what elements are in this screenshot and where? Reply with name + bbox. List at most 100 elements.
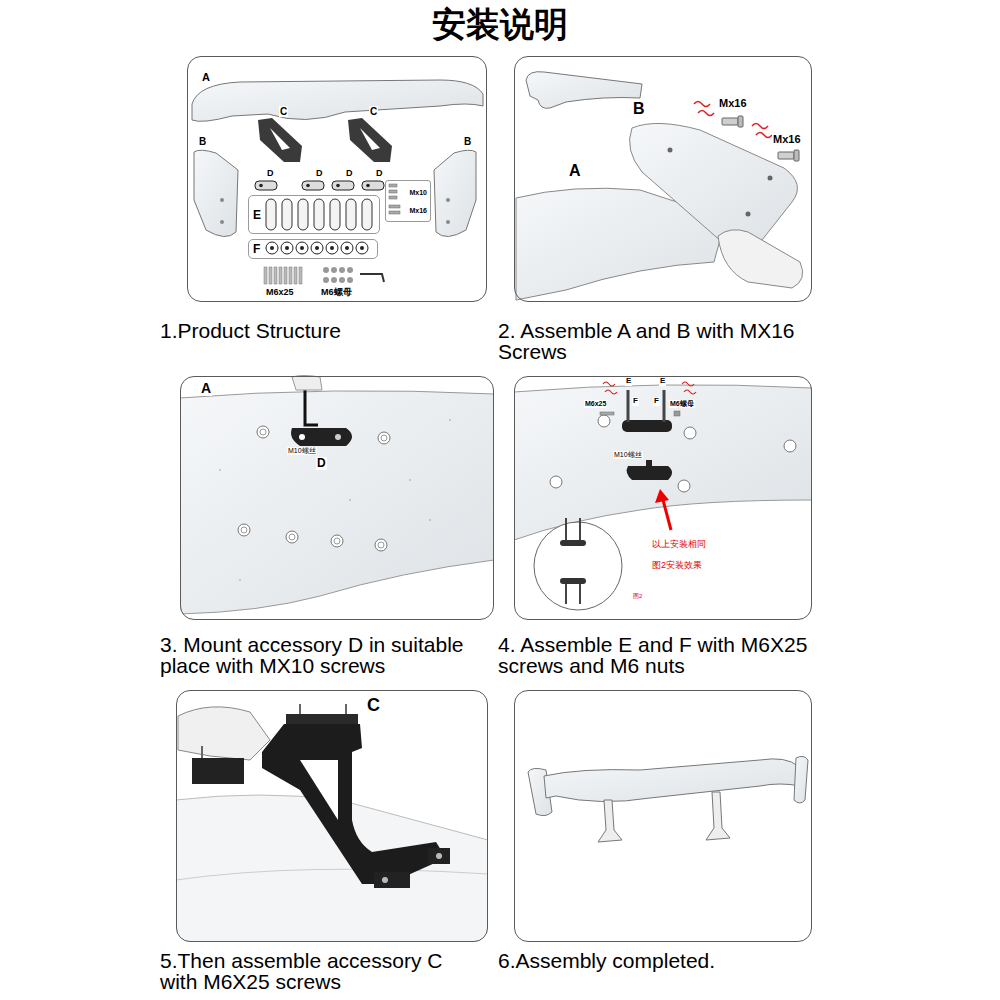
m6-nuts	[347, 277, 353, 283]
washer-f	[270, 246, 274, 250]
spoiler-wing	[526, 72, 642, 109]
gloved-hand	[178, 707, 270, 760]
red-arrow	[655, 489, 669, 503]
stand	[598, 792, 730, 842]
bracket-c	[345, 704, 347, 714]
part-letter: F	[253, 243, 260, 255]
hardware-label: M10螺丝	[287, 447, 317, 455]
part-letter: A	[200, 381, 212, 396]
mount-plate-d	[306, 184, 310, 188]
m6-screws	[274, 267, 277, 284]
bolt-head	[331, 535, 343, 547]
mount-plate-d	[362, 181, 384, 190]
washer-f	[300, 246, 304, 250]
wing-surface	[180, 391, 494, 614]
bracket-c	[270, 128, 290, 150]
mount-plate-d	[335, 434, 341, 440]
part-letter: D	[316, 457, 327, 470]
washer-f	[360, 246, 364, 250]
m6-nuts	[339, 277, 345, 283]
part-letter: E	[659, 377, 666, 386]
wing-surface	[176, 869, 488, 880]
detail-inset	[579, 584, 581, 604]
part-letter: D	[266, 169, 275, 179]
end-plate	[220, 220, 224, 224]
part-letter: F	[632, 397, 639, 406]
hardware-label: M6x25	[584, 400, 607, 408]
bracket-c	[382, 877, 388, 883]
screw	[722, 118, 738, 125]
end-plate	[746, 212, 751, 217]
mount-plate-d	[291, 428, 352, 446]
slot-plate-e	[330, 199, 340, 230]
part-letter: Mx10	[409, 189, 427, 196]
bracket-c	[262, 724, 446, 884]
bolt-head	[257, 426, 269, 438]
part-letter: D	[375, 169, 384, 179]
gloved-hand	[718, 230, 803, 288]
wing-surface	[429, 519, 431, 521]
bracket-c	[360, 128, 380, 150]
m6-screws	[294, 267, 297, 284]
small-screws	[389, 190, 397, 193]
step-panel: 1.Product StructureEFMx10Mx16	[160, 56, 487, 341]
step-panel: 6.Assembly completed.	[498, 690, 812, 971]
part-letter: D	[315, 169, 324, 179]
small-screws	[389, 205, 400, 208]
bracket-c	[348, 118, 392, 162]
mount-plate-d	[255, 181, 277, 190]
slot-plate-e	[314, 199, 324, 230]
bracket-c	[300, 760, 338, 820]
wing-surface	[239, 579, 241, 581]
slot-plate-e	[298, 199, 308, 230]
m6-nuts	[323, 267, 329, 273]
end-plate	[446, 198, 450, 202]
bolt-head	[286, 531, 298, 543]
bolt-head	[378, 542, 384, 548]
end-plate	[768, 176, 773, 181]
part-letter: F	[653, 397, 660, 406]
end-plate	[668, 148, 673, 153]
bracket-assembly	[600, 412, 614, 415]
panel-frame	[187, 56, 487, 302]
spoiler-wing	[192, 80, 483, 121]
bolt-head	[238, 426, 390, 551]
mount-plate-d	[291, 428, 352, 446]
bolt-head	[684, 427, 696, 439]
bolt-head	[260, 429, 266, 435]
step-panel: 2. Assemble A and B with MX16 Screws	[498, 56, 812, 362]
bracket-c	[258, 118, 302, 162]
m6-screws	[284, 267, 287, 284]
end-plate	[446, 220, 450, 224]
note-text: 以上安装相同	[651, 540, 707, 550]
step-caption: 5.Then assemble accessory C with M6X25 s…	[160, 950, 470, 992]
detail-inset	[534, 518, 622, 610]
hardware-label: M6螺母	[320, 288, 353, 298]
wing-surface	[409, 479, 411, 481]
part-letter: C	[369, 106, 378, 117]
detail-inset	[560, 540, 586, 546]
washer-f	[281, 242, 293, 254]
bracket-c	[286, 714, 358, 724]
mount-plate-d	[332, 181, 354, 190]
bracket-c	[192, 758, 244, 784]
bolt-head	[238, 524, 250, 536]
end-plate	[220, 198, 224, 202]
mount-plate-d	[299, 434, 305, 440]
spoiler-wing	[794, 756, 808, 803]
allen-key	[360, 274, 384, 282]
hardware-label: Mx16	[772, 133, 802, 145]
wing-surface	[349, 499, 351, 501]
mount-plate-d	[259, 184, 263, 188]
step-caption: 2. Assemble A and B with MX16 Screws	[498, 320, 838, 362]
part-letter: D	[345, 169, 354, 179]
m6-nuts	[347, 267, 353, 273]
red-arrow	[663, 500, 671, 530]
wing-surface	[514, 385, 812, 540]
m6-nuts	[331, 267, 337, 273]
spoiler-wing	[544, 759, 800, 802]
screw	[778, 152, 794, 159]
